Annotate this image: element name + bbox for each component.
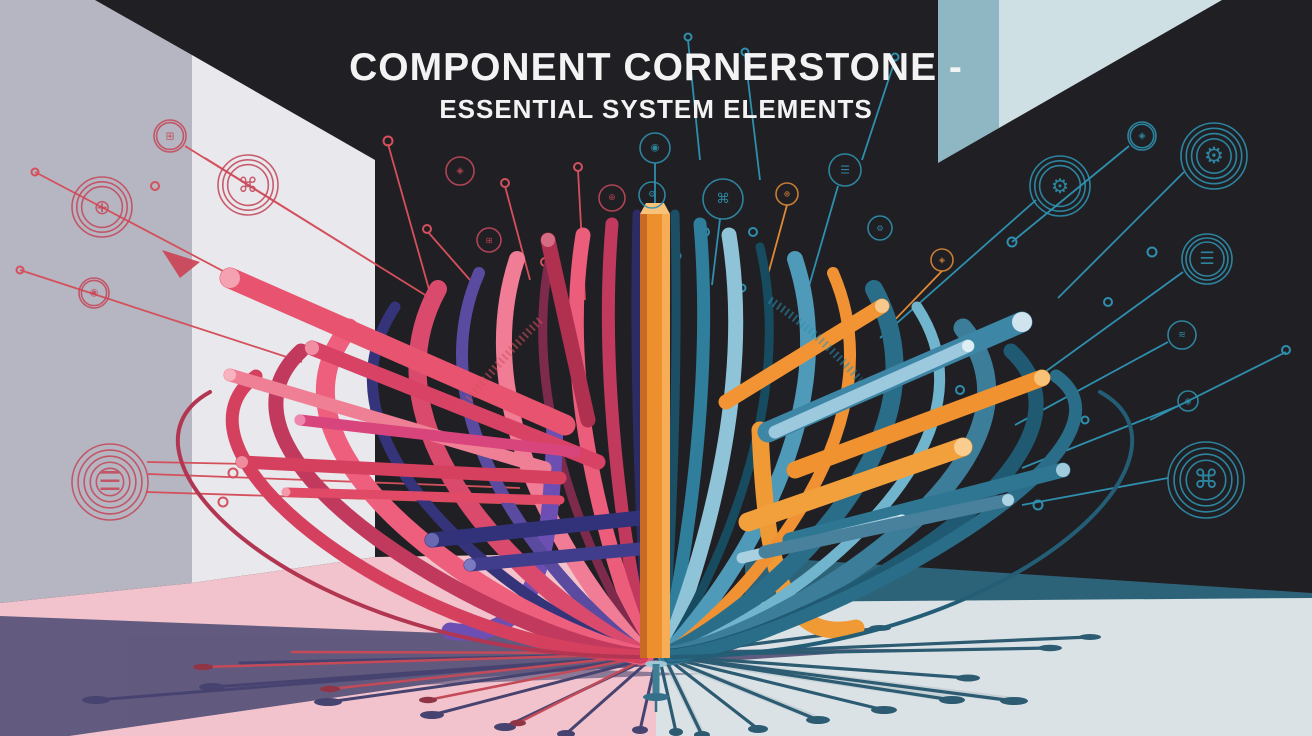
wireframe-deco — [456, 296, 863, 413]
pedestal — [643, 660, 669, 712]
line-dots-left — [15, 135, 583, 508]
straight-tubes-right — [718, 298, 1071, 564]
center-column — [640, 203, 670, 658]
blue-stripe — [938, 0, 999, 163]
straight-tubes-left — [219, 232, 657, 572]
title-line2: ESSENTIAL SYSTEM ELEMENTS — [439, 94, 873, 124]
pale-triangle — [999, 0, 1222, 128]
cursor-arrow-icon — [162, 250, 200, 278]
poster-title: COMPONENT CORNERSTONE - ESSENTIAL SYSTEM… — [0, 46, 1312, 125]
floor-streaks-right — [658, 625, 1101, 736]
right-wall — [938, 0, 1222, 163]
title-line1: COMPONENT CORNERSTONE - — [349, 46, 963, 89]
